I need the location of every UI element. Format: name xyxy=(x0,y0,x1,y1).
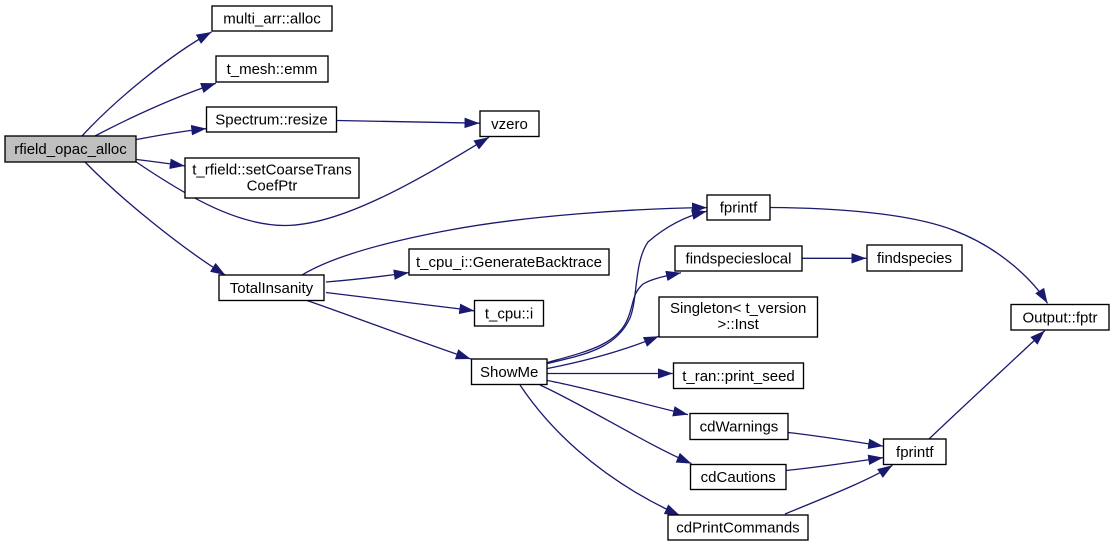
svg-text:fprintf: fprintf xyxy=(896,444,934,461)
svg-text:cdCautions: cdCautions xyxy=(701,469,776,486)
svg-text:Output::fptr: Output::fptr xyxy=(1022,310,1097,327)
svg-text:fprintf: fprintf xyxy=(720,200,758,217)
svg-text:Spectrum::resize: Spectrum::resize xyxy=(215,112,328,129)
svg-text:>::Inst: >::Inst xyxy=(718,316,760,333)
svg-text:cdWarnings: cdWarnings xyxy=(700,419,779,436)
svg-text:t_cpu_i::GenerateBacktrace: t_cpu_i::GenerateBacktrace xyxy=(416,254,602,271)
svg-text:Singleton< t_version: Singleton< t_version xyxy=(670,300,806,317)
svg-text:t_ran::print_seed: t_ran::print_seed xyxy=(682,368,795,385)
svg-text:CoefPtr: CoefPtr xyxy=(247,178,298,195)
svg-text:ShowMe: ShowMe xyxy=(480,364,538,381)
svg-text:multi_arr::alloc: multi_arr::alloc xyxy=(223,11,321,28)
svg-text:findspecieslocal: findspecieslocal xyxy=(686,251,792,268)
svg-text:cdPrintCommands: cdPrintCommands xyxy=(676,520,799,537)
svg-text:t_cpu::i: t_cpu::i xyxy=(485,306,533,323)
svg-text:findspecies: findspecies xyxy=(877,250,952,267)
svg-text:t_mesh::emm: t_mesh::emm xyxy=(227,61,318,78)
svg-text:t_rfield::setCoarseTrans: t_rfield::setCoarseTrans xyxy=(192,162,352,179)
svg-text:vzero: vzero xyxy=(491,116,528,133)
svg-text:rfield_opac_alloc: rfield_opac_alloc xyxy=(14,141,127,158)
svg-text:TotalInsanity: TotalInsanity xyxy=(230,280,314,297)
